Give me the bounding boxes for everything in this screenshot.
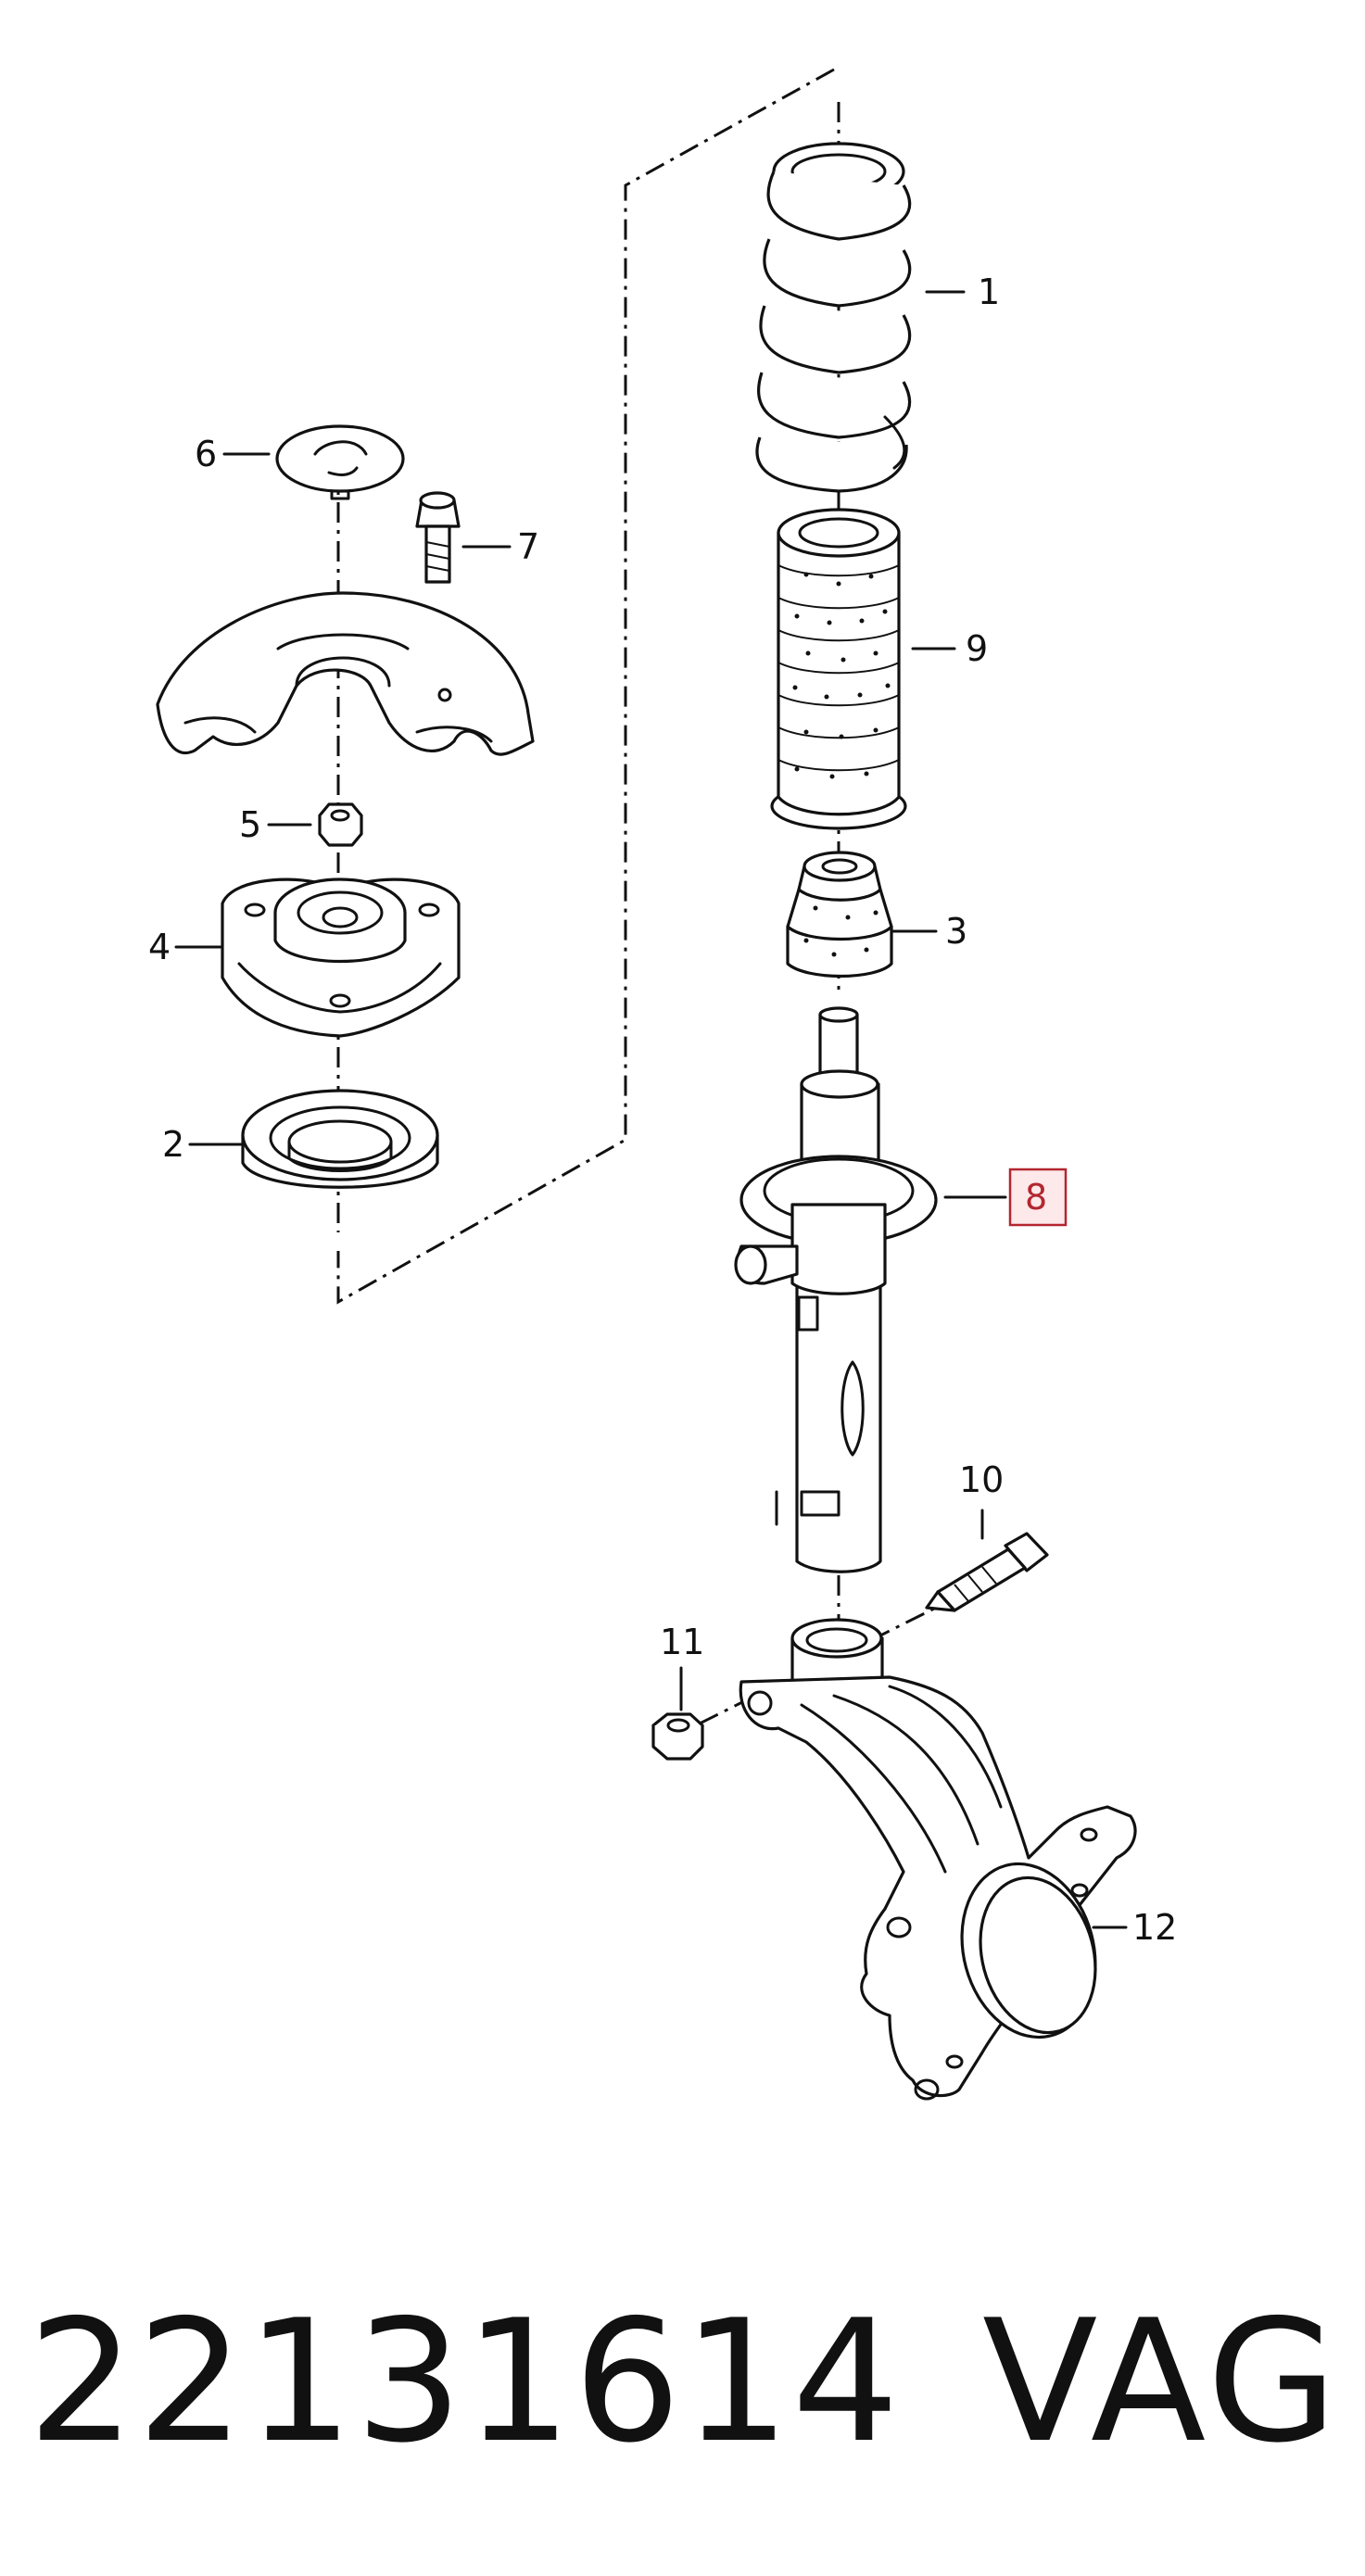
callout-6: 6: [195, 434, 217, 474]
callout-8-highlight: [1008, 1168, 1068, 1227]
callout-8: 8: [1025, 1177, 1047, 1218]
bolt-part-10: [925, 1532, 1049, 1612]
callout-3: 3: [945, 911, 967, 952]
callout-10: 10: [959, 1459, 1004, 1500]
nut-axis: [699, 1698, 747, 1725]
steering-knuckle-part-12: [739, 1618, 1137, 2101]
nut-part-11: [651, 1712, 704, 1761]
bump-stop-part-3: [786, 851, 893, 979]
protective-cap-part-6: [275, 424, 405, 500]
brand-name: VAG: [982, 2283, 1342, 2480]
assembly-link-dashline: [336, 68, 835, 1305]
bellows-part-9: [770, 508, 907, 830]
callout-1: 1: [978, 271, 1000, 312]
strut-mount-part-4: [221, 878, 461, 1038]
callout-12: 12: [1132, 1907, 1177, 1948]
callout-4: 4: [148, 927, 171, 967]
callout-7: 7: [517, 526, 539, 567]
callout-5: 5: [239, 804, 261, 845]
part-identification-footer: 22131614 VAG: [0, 2289, 1365, 2474]
coil-spring-part-1: [755, 142, 912, 493]
nut-part-5: [318, 802, 363, 847]
callout-9: 9: [966, 628, 988, 669]
callout-2: 2: [162, 1124, 184, 1165]
heat-shield-cover: [156, 591, 535, 756]
exploded-parts-diagram: 1 9 3: [148, 68, 1177, 2101]
bearing-part-2: [241, 1089, 439, 1189]
bolt-part-7: [415, 491, 461, 584]
part-number: 22131614: [28, 2283, 902, 2480]
shock-absorber-part-8: [734, 1006, 938, 1573]
callout-11: 11: [660, 1622, 704, 1662]
